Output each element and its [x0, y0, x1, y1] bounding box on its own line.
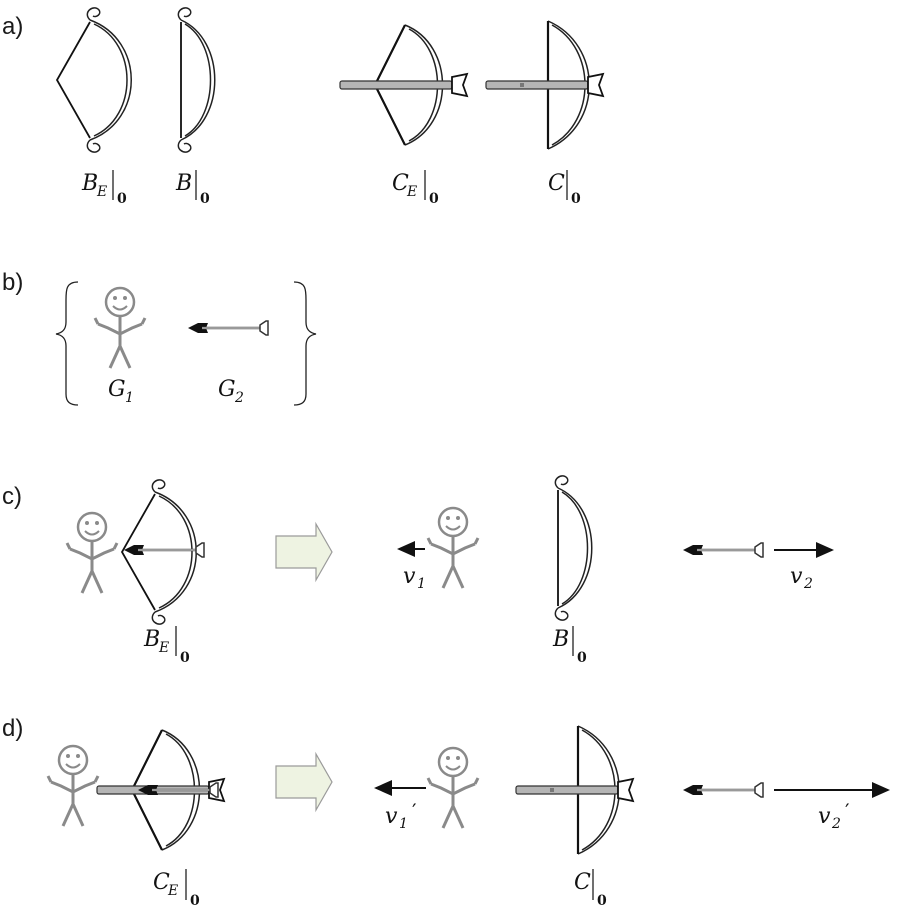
person-icon [426, 506, 480, 590]
svg-text:C: C [548, 171, 565, 196]
panel-b-label: b) [2, 269, 23, 296]
label-crossbow-relaxed: C 0 [548, 170, 581, 207]
crossbow-relaxed-icon [514, 724, 635, 856]
svg-text:C: C [392, 171, 409, 196]
label-bow-strung: B E 0 [81, 170, 127, 207]
svg-text:1: 1 [125, 390, 134, 406]
svg-text:B: B [552, 627, 569, 652]
svg-text:0: 0 [200, 191, 210, 207]
svg-text:2: 2 [831, 816, 841, 832]
svg-text:C: C [153, 870, 170, 895]
svg-text:1: 1 [399, 816, 408, 832]
svg-text:2: 2 [803, 576, 813, 592]
label-crossbow-relaxed: C 0 [574, 869, 607, 909]
svg-text:′: ′ [412, 799, 417, 823]
transition-arrow-icon [275, 753, 333, 811]
person-icon [426, 746, 480, 830]
svg-text:C: C [574, 870, 591, 895]
svg-text:2: 2 [234, 390, 244, 406]
svg-text:v: v [403, 564, 416, 589]
svg-text:v: v [385, 804, 398, 829]
svg-text:0: 0 [190, 893, 200, 909]
person-icon [93, 286, 147, 370]
label-person: G 1 [108, 377, 134, 406]
crossbow-relaxed-icon [484, 19, 605, 151]
label-crossbow-strung: C E 0 [153, 869, 200, 909]
svg-text:1: 1 [417, 576, 426, 592]
label-bow-relaxed: B 0 [175, 170, 210, 207]
bow-relaxed-icon [177, 7, 216, 153]
svg-text:E: E [96, 184, 107, 200]
label-arrow-velocity: v 2 ′ [818, 799, 850, 832]
arrow-projectile-icon [681, 541, 765, 559]
svg-text:0: 0 [577, 650, 587, 666]
svg-text:0: 0 [429, 191, 439, 207]
svg-text:0: 0 [180, 650, 190, 666]
svg-text:0: 0 [597, 893, 607, 909]
svg-text:E: E [406, 184, 417, 200]
label-bow-strung: B E 0 [143, 626, 190, 666]
svg-text:0: 0 [117, 191, 127, 207]
label-crossbow-strung: C E 0 [392, 170, 439, 207]
svg-text:E: E [158, 640, 169, 656]
arrow-projectile-icon [681, 781, 765, 799]
set-brace-left [55, 281, 79, 406]
svg-text:G: G [108, 377, 126, 402]
svg-text:E: E [167, 883, 178, 899]
label-arrow-velocity: v 2 [790, 564, 813, 592]
svg-text:v: v [818, 804, 831, 829]
panel-d-label: d) [2, 715, 23, 742]
svg-text:0: 0 [571, 191, 581, 207]
arrow-projectile-icon [136, 781, 220, 799]
svg-text:B: B [81, 171, 98, 196]
label-person-velocity: v 1 [403, 564, 426, 592]
label-arrow: G 2 [218, 377, 244, 406]
set-brace-right [293, 281, 317, 406]
svg-text:B: B [143, 627, 160, 652]
svg-text:B: B [175, 171, 192, 196]
svg-text:′: ′ [845, 799, 850, 823]
bow-strung-icon [55, 7, 132, 153]
arrow-projectile-icon [186, 319, 270, 337]
person-icon [65, 511, 119, 595]
panel-a-label: a) [2, 13, 23, 40]
label-person-velocity: v 1 ′ [385, 799, 417, 832]
svg-text:v: v [790, 564, 803, 589]
person-icon [46, 744, 100, 828]
label-bow-relaxed: B 0 [552, 626, 587, 666]
panel-c-label: c) [2, 483, 22, 510]
svg-text:G: G [218, 377, 236, 402]
bow-relaxed-icon [554, 475, 593, 621]
transition-arrow-icon [275, 523, 333, 581]
crossbow-strung-icon [338, 23, 469, 147]
